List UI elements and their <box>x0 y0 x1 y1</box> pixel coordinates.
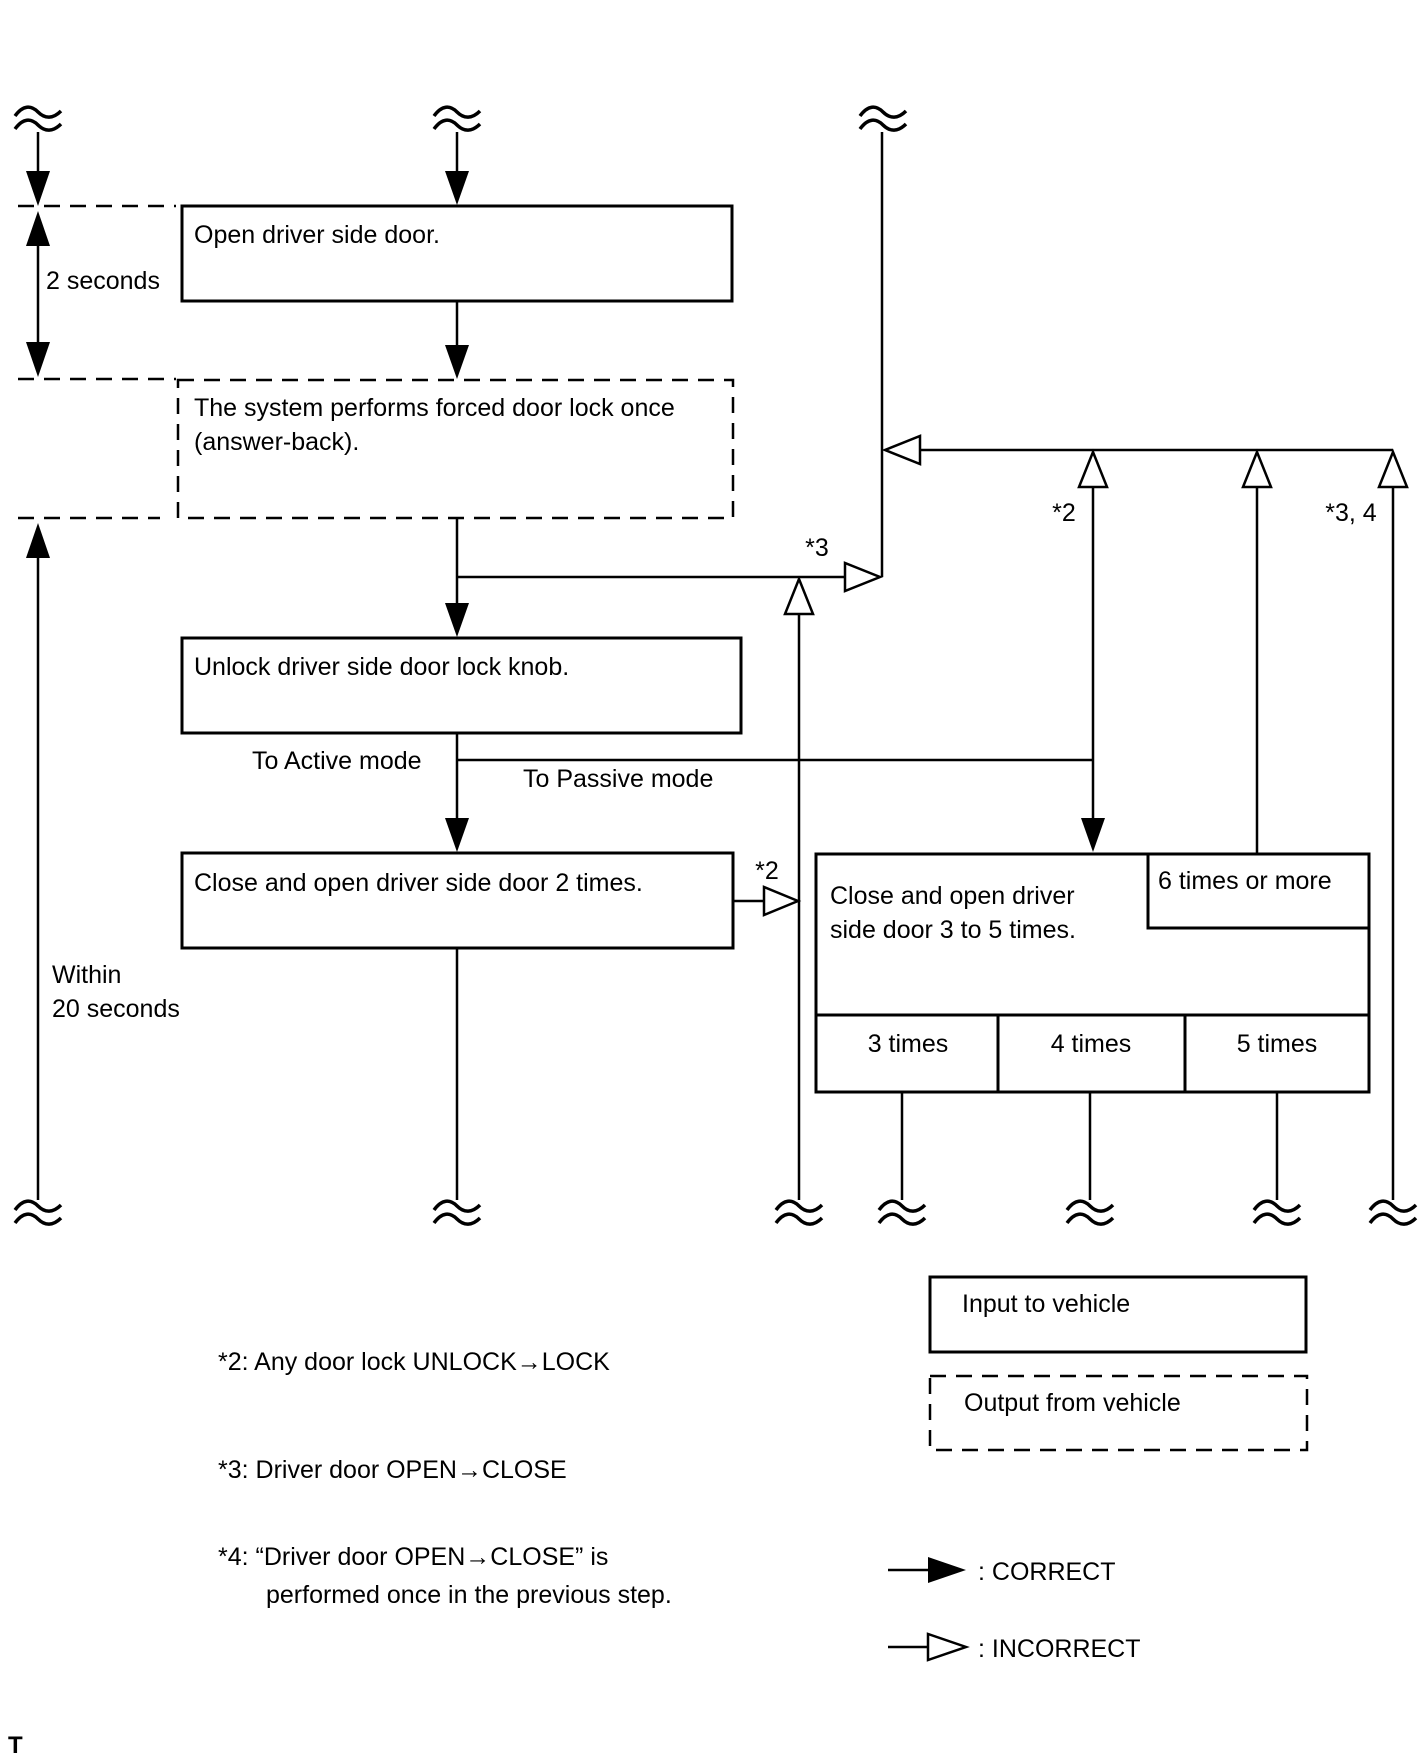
step-box-close-open-2: Close and open driver side door 2 times. <box>194 869 643 897</box>
cell-5-times: 5 times <box>1236 1030 1318 1058</box>
box-six-or-more-border <box>1146 852 1371 930</box>
break-symbol-icon <box>432 1199 482 1226</box>
open-arrowhead-right-icon <box>762 885 802 917</box>
label-to-passive-mode: To Passive mode <box>523 765 714 793</box>
box-close-open-2-border <box>180 851 735 950</box>
label-within-20-seconds: Within 20 seconds <box>52 961 180 1023</box>
open-arrowhead-left-icon <box>881 434 922 466</box>
box-unlock-knob-border <box>180 636 743 735</box>
footnote-4-line2: performed once in the previous step. <box>266 1581 672 1609</box>
arrowhead-down-icon <box>26 171 50 206</box>
label-to-active-mode: To Active mode <box>252 747 422 775</box>
step-box-forced-lock: The system performs forced door lock onc… <box>194 394 675 456</box>
step-box-unlock-knob: Unlock driver side door lock knob. <box>194 653 570 681</box>
label-star3: *3 <box>805 534 829 562</box>
open-arrowhead-up-icon <box>783 575 815 616</box>
correct-arrowhead-icon <box>928 1557 966 1583</box>
box-six-or-more-label: 6 times or more <box>1158 867 1332 895</box>
break-symbol-icon <box>1368 1199 1418 1226</box>
label-star2-left: *2 <box>755 857 779 885</box>
arrowhead-down-icon <box>445 345 469 379</box>
box-forced-lock-border <box>176 378 735 520</box>
arrowhead-down-icon <box>445 603 469 637</box>
open-arrowhead-up-icon <box>1241 448 1273 489</box>
break-symbol-icon <box>858 105 908 132</box>
step-box-open-door: Open driver side door. <box>194 221 440 249</box>
break-symbol-icon <box>1252 1199 1302 1226</box>
break-symbol-icon <box>432 105 482 132</box>
arrowhead-up-icon <box>26 211 50 246</box>
cell-4-times: 4 times <box>1050 1030 1132 1058</box>
box-close-open-3to5-border <box>814 852 1371 1094</box>
footnote-4-line1: *4: “Driver door OPEN→CLOSE” is <box>218 1543 609 1571</box>
open-arrowhead-up-icon <box>1377 448 1409 489</box>
footnote-3: *3: Driver door OPEN→CLOSE <box>218 1456 567 1484</box>
break-symbol-icon <box>877 1199 927 1226</box>
box-open-door-border <box>180 204 734 303</box>
legend-output-label: Output from vehicle <box>964 1389 1181 1417</box>
arrowhead-down-icon <box>26 342 50 377</box>
arrowhead-up-icon <box>26 523 50 558</box>
incorrect-arrowhead-icon <box>926 1632 970 1662</box>
break-symbol-icon <box>13 1199 63 1226</box>
label-star2-return: *2 <box>1052 499 1076 527</box>
legend-output-border <box>928 1374 1309 1452</box>
cell-3-times: 3 times <box>867 1030 949 1058</box>
label-star34: *3, 4 <box>1325 499 1377 527</box>
step-box-close-open-3to5: Close and open driver side door 3 to 5 t… <box>830 882 1076 944</box>
open-arrowhead-up-icon <box>1077 448 1109 489</box>
break-symbol-icon <box>13 105 63 132</box>
break-symbol-icon <box>774 1199 824 1226</box>
arrowhead-down-icon <box>445 818 469 852</box>
page-marker: T <box>8 1732 23 1759</box>
legend-input-label: Input to vehicle <box>962 1290 1131 1318</box>
label-2-seconds: 2 seconds <box>46 267 160 295</box>
arrowhead-down-icon <box>445 171 469 205</box>
footnote-2: *2: Any door lock UNLOCK→LOCK <box>218 1348 610 1376</box>
open-arrowhead-right-icon <box>843 561 884 593</box>
legend-input-border <box>928 1275 1308 1354</box>
arrowhead-down-icon <box>1081 818 1105 852</box>
legend-correct-label: : CORRECT <box>978 1558 1116 1586</box>
legend-incorrect-label: : INCORRECT <box>978 1635 1141 1663</box>
break-symbol-icon <box>1065 1199 1115 1226</box>
